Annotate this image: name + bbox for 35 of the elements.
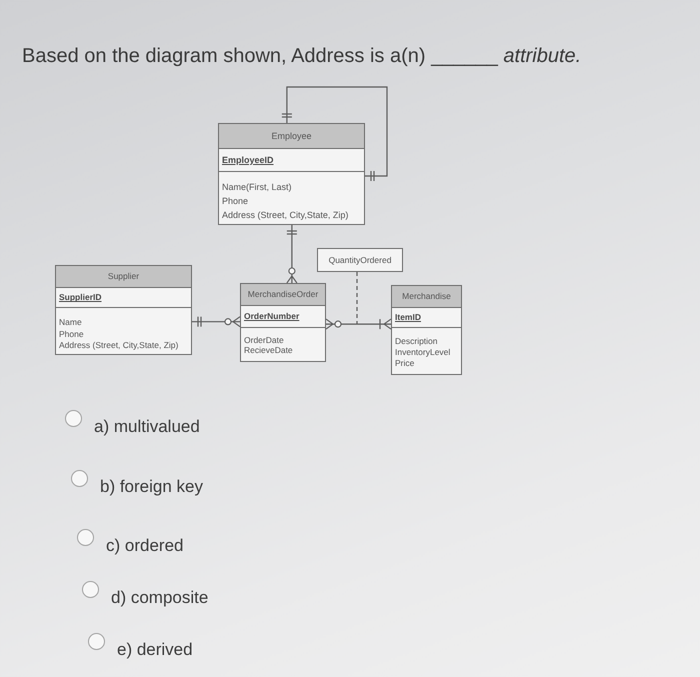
entity-name: MerchandiseOrder: [248, 289, 318, 300]
dashed-connector: [356, 272, 358, 324]
attribute: Address (Street, City,State, Zip): [222, 209, 348, 222]
entity-name: Employee: [271, 130, 312, 142]
attribute: Name: [59, 317, 82, 328]
primary-key: ItemID: [395, 312, 421, 323]
relationship-line: [282, 86, 388, 181]
relationship-line: [192, 316, 241, 328]
option-label: b) foreign key: [100, 477, 203, 497]
attribute: RecieveDate: [244, 345, 293, 355]
question-text: Based on the diagram shown, Address is a(n) ______ attribute.: [22, 44, 582, 69]
attribute: Name(First, Last): [222, 181, 292, 194]
attribute: Address (Street, City,State, Zip): [59, 340, 178, 352]
option-label: d) composite: [111, 588, 208, 608]
attribute: Phone: [222, 195, 248, 208]
entity-name: Supplier: [108, 271, 140, 282]
primary-key: EmployeeID: [222, 154, 274, 166]
attribute: Description: [395, 336, 438, 347]
entity-name: Merchandise: [402, 291, 451, 302]
option-label: a) multivalued: [94, 417, 200, 437]
relationship-line: [286, 225, 298, 284]
entity-box: [240, 283, 326, 362]
attribute-box: QuantityOrdered: [317, 248, 403, 272]
option-label: e) derived: [117, 640, 193, 660]
option-label: c) ordered: [106, 536, 184, 556]
attribute: OrderDate: [244, 335, 284, 345]
entity-box: [391, 285, 462, 375]
primary-key: OrderNumber: [244, 311, 300, 322]
entity-box: [55, 265, 192, 355]
attribute: Price: [395, 358, 414, 369]
entity-box: [218, 123, 365, 225]
primary-key: SupplierID: [59, 292, 102, 303]
attribute: InventoryLevel: [395, 347, 450, 358]
attribute: Phone: [59, 328, 84, 340]
relationship-line: [325, 318, 392, 330]
